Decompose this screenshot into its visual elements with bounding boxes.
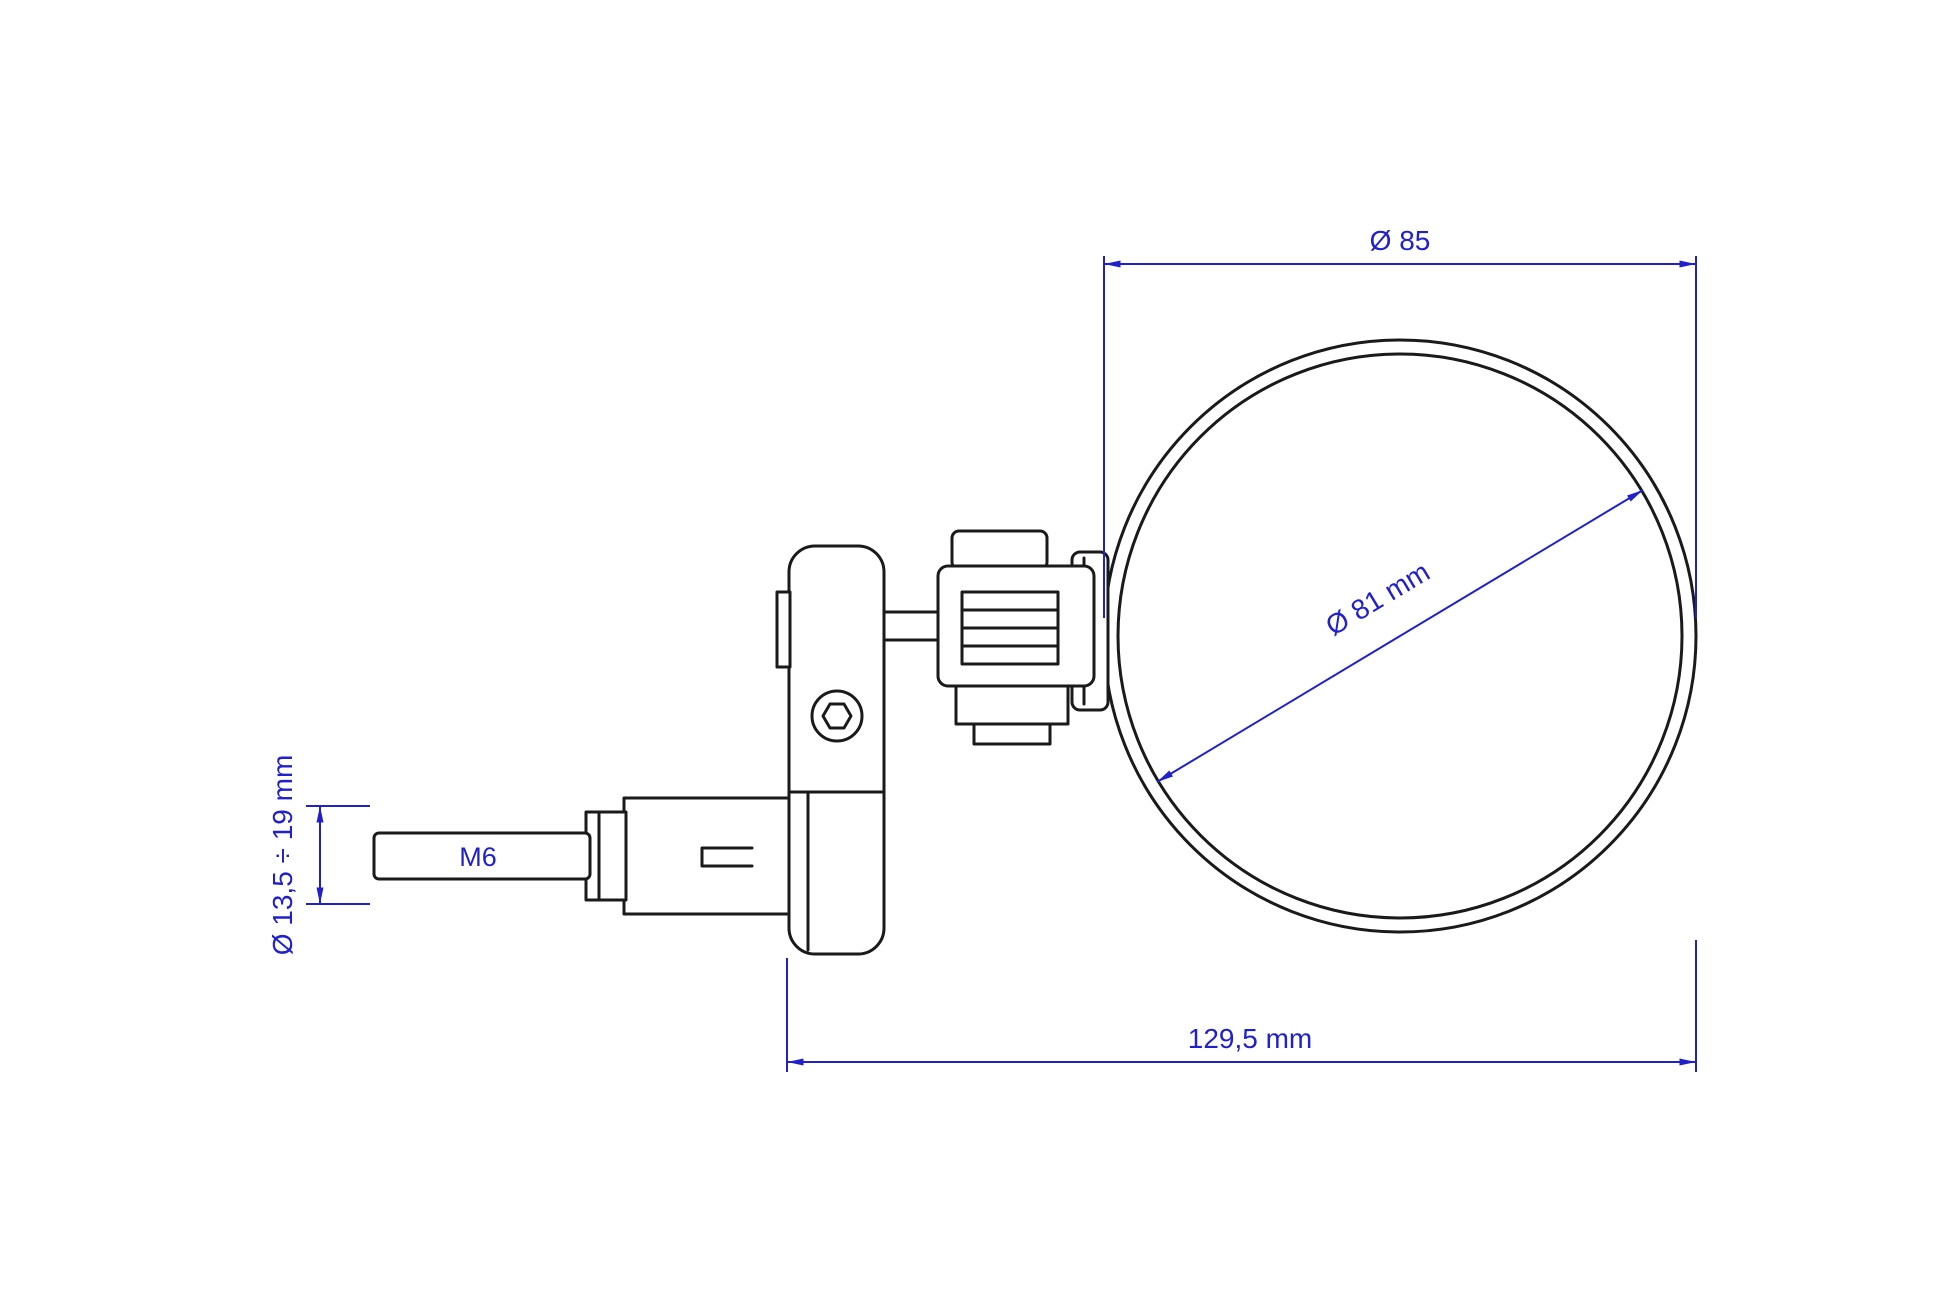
pivot-bolt xyxy=(812,691,862,741)
label-clamp-range: Ø 13,5 ÷ 19 mm xyxy=(267,755,298,956)
stem-collar xyxy=(586,812,626,900)
label-mirror-outer-diameter: Ø 85 xyxy=(1370,225,1431,256)
hinge-bolt-head xyxy=(952,531,1047,569)
hinge-nut-collar xyxy=(974,724,1050,744)
mirror-mount-assembly xyxy=(374,531,1108,954)
bracket-body xyxy=(789,546,884,954)
dimension-overall-length: 129,5 mm xyxy=(787,940,1696,1072)
label-overall-length: 129,5 mm xyxy=(1188,1023,1313,1054)
bar-end-expander xyxy=(624,798,792,914)
label-stem-thread: M6 xyxy=(459,842,497,872)
bracket-left-step xyxy=(777,592,790,667)
hinge-nut xyxy=(956,686,1068,724)
dimension-clamp-range: Ø 13,5 ÷ 19 mm xyxy=(267,755,370,956)
